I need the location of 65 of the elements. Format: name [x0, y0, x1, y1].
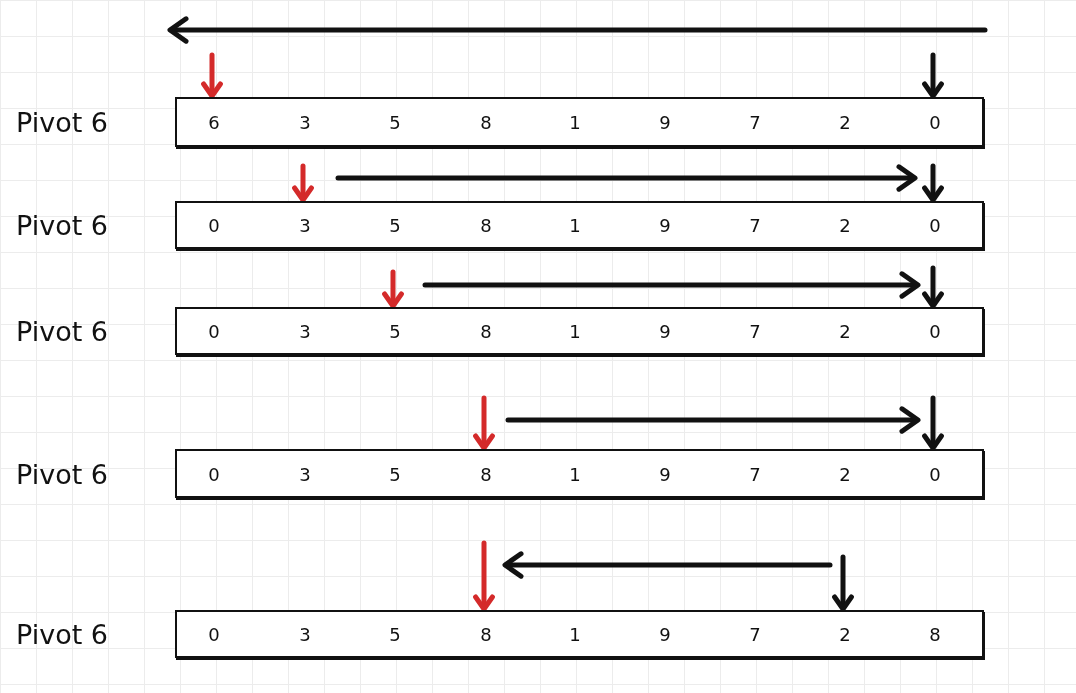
- array-value: 7: [749, 111, 761, 133]
- array-value: 0: [208, 623, 220, 645]
- array-value: 0: [929, 111, 941, 133]
- array-value: 9: [659, 463, 671, 484]
- array-value: 3: [299, 320, 311, 342]
- array-value: 2: [839, 623, 851, 645]
- pointer-arrow: [922, 52, 944, 99]
- array-value: 7: [749, 320, 761, 342]
- row-label: Pivot 6: [16, 315, 109, 347]
- array-value: 7: [749, 463, 761, 484]
- array-value: 5: [389, 214, 401, 236]
- array-value: 2: [839, 111, 851, 133]
- array-value: 1: [569, 111, 581, 133]
- pointer-arrow: [832, 554, 854, 612]
- array-value: 8: [480, 463, 492, 484]
- row-label: Pivot 6: [16, 618, 109, 650]
- pointer-arrow: [201, 52, 223, 99]
- array-value: 8: [480, 214, 492, 236]
- array-value: 8: [480, 623, 492, 645]
- pointer-arrow: [922, 163, 944, 203]
- pointer-arrow: [922, 265, 944, 309]
- pointer-arrow: [473, 395, 495, 451]
- pointer-arrow: [382, 269, 404, 309]
- pointer-arrow: [292, 163, 314, 203]
- pointer-arrow: [473, 540, 495, 612]
- array-value: 0: [208, 463, 220, 484]
- row-label: Pivot 6: [16, 458, 109, 489]
- array-value: 1: [569, 623, 581, 645]
- array-value: 1: [569, 320, 581, 342]
- array-value: 3: [299, 111, 311, 133]
- array-value: 9: [659, 214, 671, 236]
- array-box: [175, 97, 984, 147]
- array-value: 2: [839, 463, 851, 484]
- array-value: 7: [749, 623, 761, 645]
- array-value: 0: [929, 463, 941, 484]
- row-label: Pivot 6: [16, 106, 109, 138]
- array-value: 7: [749, 214, 761, 236]
- array-value: 9: [659, 111, 671, 133]
- array-value: 9: [659, 320, 671, 342]
- array-box: [175, 449, 984, 498]
- array-value: 3: [299, 214, 311, 236]
- array-value: 1: [569, 463, 581, 484]
- array-value: 5: [389, 623, 401, 645]
- array-box: [175, 610, 984, 658]
- array-value: 0: [929, 214, 941, 236]
- array-value: 8: [929, 623, 941, 645]
- array-value: 6: [208, 111, 220, 133]
- array-value: 0: [929, 320, 941, 342]
- array-value: 5: [389, 320, 401, 342]
- array-value: 2: [839, 320, 851, 342]
- array-value: 1: [569, 214, 581, 236]
- row-label: Pivot 6: [16, 209, 109, 241]
- pointer-arrow: [922, 395, 944, 451]
- array-value: 5: [389, 463, 401, 484]
- array-value: 3: [299, 623, 311, 645]
- array-box: [175, 201, 984, 249]
- array-box: [175, 307, 984, 355]
- array-value: 9: [659, 623, 671, 645]
- array-value: 5: [389, 111, 401, 133]
- array-value: 0: [208, 320, 220, 342]
- array-value: 8: [480, 111, 492, 133]
- array-value: 3: [299, 463, 311, 484]
- array-value: 2: [839, 214, 851, 236]
- array-value: 0: [208, 214, 220, 236]
- array-value: 8: [480, 320, 492, 342]
